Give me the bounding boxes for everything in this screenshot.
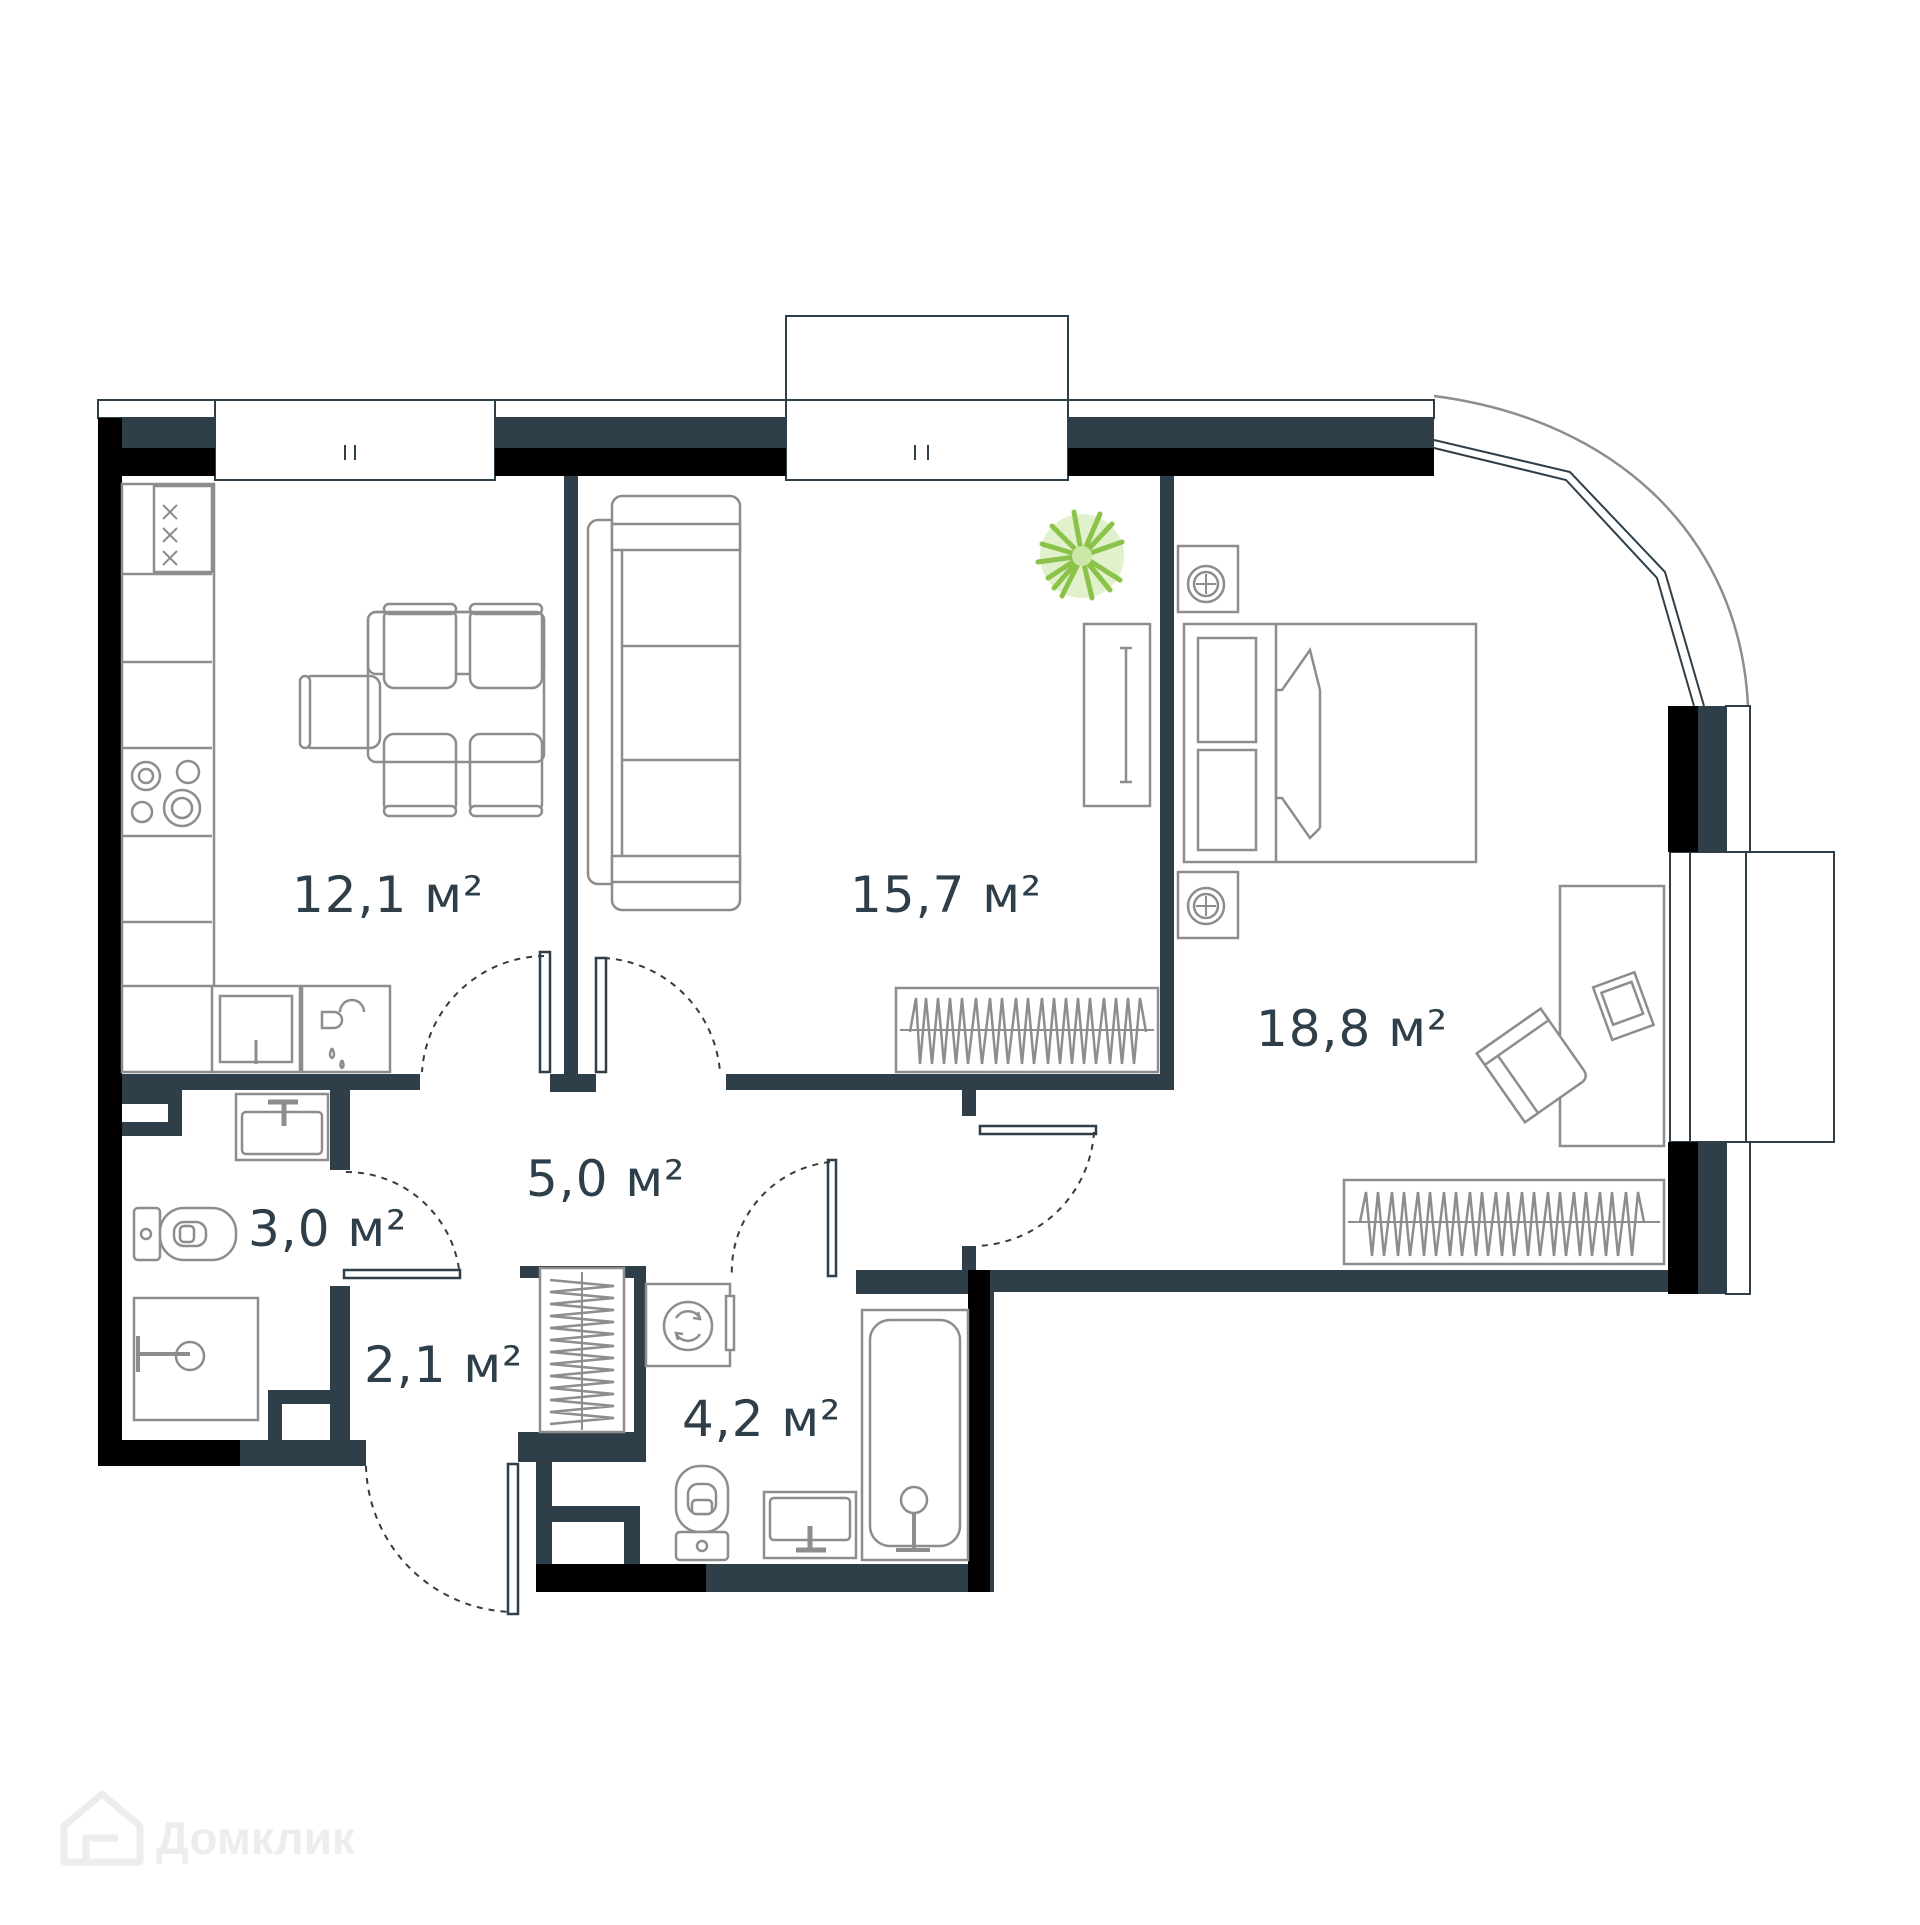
doors — [342, 950, 1098, 1616]
hob-icon — [130, 759, 202, 828]
kitchen-window — [214, 399, 496, 481]
washbasin-icon — [234, 1092, 330, 1162]
area-hall: 5,0 м² — [526, 1150, 685, 1208]
area-living: 15,7 м² — [850, 866, 1042, 924]
kitchen-door[interactable] — [538, 950, 552, 1074]
plant-icon — [1035, 509, 1125, 601]
living-furniture — [586, 494, 1160, 1074]
dishwasher-icon — [300, 984, 392, 1074]
kitchen-furniture — [120, 482, 546, 1074]
watermark-text: Домклик — [156, 1812, 356, 1864]
bay-window — [1433, 394, 1750, 707]
bath2-furniture — [538, 1266, 970, 1562]
living-door[interactable] — [594, 956, 608, 1074]
washbasin2-icon — [762, 1490, 858, 1560]
windows — [97, 315, 1835, 1295]
toilet-icon — [132, 1206, 238, 1262]
desk-icon — [1558, 884, 1666, 1148]
bedroom-balcony — [1669, 851, 1835, 1143]
bed-icon — [1182, 622, 1478, 864]
watermark: Домклик — [60, 1790, 356, 1866]
bathroom-door[interactable] — [342, 1268, 462, 1280]
tv-stand-icon — [1082, 622, 1152, 808]
bathtub-icon — [860, 1308, 970, 1562]
toilet2-icon — [674, 1464, 730, 1562]
shower-icon — [132, 1296, 260, 1422]
sofa-icon — [586, 494, 742, 912]
house-icon — [60, 1790, 144, 1866]
area-bedroom: 18,8 м² — [1256, 1000, 1448, 1058]
bath2-door[interactable] — [826, 1158, 838, 1278]
area-labels: 12,1 м² 15,7 м² 18,8 м² 5,0 м² 3,0 м² 2,… — [248, 866, 1448, 1448]
washing-machine-icon — [644, 1282, 736, 1368]
area-bath2: 4,2 м² — [682, 1390, 841, 1448]
bedroom-window-bottom — [1725, 1141, 1751, 1295]
armchair-icon — [1475, 1006, 1587, 1124]
nightstand-bottom-icon — [1176, 870, 1240, 940]
wardrobe-hall-icon — [538, 1266, 626, 1434]
walls — [98, 418, 1726, 1592]
area-bathroom: 3,0 м² — [248, 1200, 407, 1258]
nightstand-top-icon — [1176, 544, 1240, 614]
dining-table-icon — [298, 602, 546, 818]
bedroom-window-top — [1725, 705, 1751, 853]
bedroom-door[interactable] — [978, 1124, 1098, 1136]
area-kitchen: 12,1 м² — [292, 866, 484, 924]
area-closet: 2,1 м² — [364, 1336, 523, 1394]
wardrobe-living-icon — [894, 986, 1160, 1074]
bathroom-furniture — [132, 1092, 330, 1422]
entrance-door[interactable] — [506, 1462, 520, 1616]
bedroom-furniture — [1176, 544, 1666, 1266]
wardrobe-bedroom-icon — [1342, 1178, 1666, 1266]
